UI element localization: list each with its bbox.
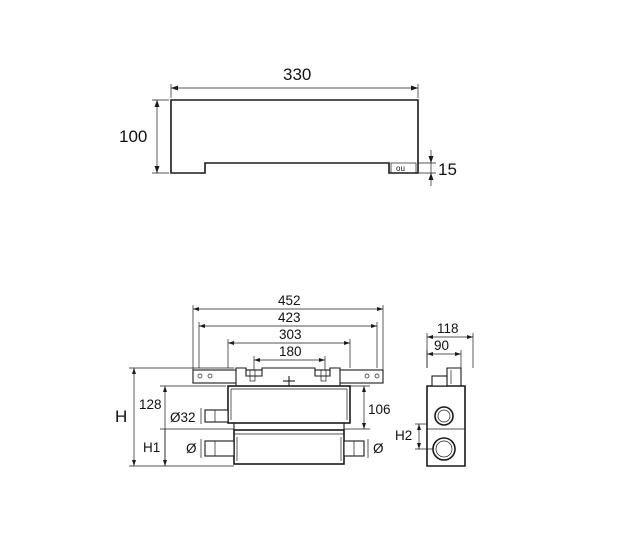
bracket-hole-2 (207, 373, 213, 379)
dim-106-arrow-bottom (362, 423, 366, 429)
dim-h2-arrow-top (417, 424, 421, 430)
bracket-hole-3 (364, 373, 370, 379)
dim-128-arrow-top (163, 386, 167, 392)
front-view: 452 423 303 180 (115, 293, 391, 467)
dim-h2-label: H2 (395, 428, 412, 443)
dim-15-arrow-top (428, 156, 434, 163)
dim-h-label: H (115, 407, 127, 426)
dim-423-label: 423 (278, 310, 301, 325)
dim-303-arrow-right (344, 341, 350, 345)
dim-15-label: 15 (438, 160, 457, 179)
dim-100-arrow-top (154, 100, 160, 107)
dim-118-label: 118 (437, 321, 459, 336)
foot-marker-box (390, 162, 417, 174)
bracket-hole-1 (197, 373, 203, 379)
dim-452-arrow-left (193, 307, 199, 311)
dim-h2-arrow-bottom (417, 443, 421, 449)
dim-180-arrow-left (254, 358, 260, 362)
dim-90-arrow-left (427, 352, 433, 356)
dim-118-arrow-left (427, 335, 433, 339)
dim-118-arrow-right (467, 335, 473, 339)
box-body (227, 385, 351, 424)
dim-h-arrow-bottom (132, 460, 136, 466)
side-opening-upper (434, 406, 454, 426)
bracket-hole-4 (374, 373, 380, 379)
dim-o32-label: Ø32 (170, 410, 196, 425)
dim-452-arrow-right (377, 307, 383, 311)
dim-106-arrow-top (362, 386, 366, 392)
dim-h1-label: H1 (143, 440, 160, 455)
dim-106-label: 106 (368, 402, 391, 417)
dim-423-arrow-right (371, 324, 377, 328)
dim-180-arrow-right (319, 358, 325, 362)
top-view: ou 330 100 15 (119, 65, 457, 186)
dim-330-arrow-left (171, 85, 178, 91)
dim-h-arrow-top (132, 368, 136, 374)
side-view: 118 90 H2 (395, 321, 474, 467)
small-pipe (204, 409, 229, 423)
dim-423-arrow-left (199, 324, 205, 328)
foot-marker-text: ou (396, 164, 405, 173)
side-top-bracket (446, 367, 462, 387)
dim-o-right-label: Ø (373, 441, 384, 456)
dim-90-label: 90 (434, 338, 449, 353)
dim-303-label: 303 (279, 327, 302, 342)
dim-330-label: 330 (283, 65, 311, 84)
dim-100-arrow-bottom (154, 166, 160, 173)
dim-452-label: 452 (278, 293, 301, 308)
dim-303-arrow-left (228, 341, 234, 345)
dim-100-label: 100 (119, 127, 147, 146)
dim-15-arrow-bottom (428, 173, 434, 180)
dim-90-arrow-right (455, 352, 461, 356)
dim-o-left-label: Ø (186, 441, 197, 456)
top-view-body (170, 99, 419, 174)
dim-180-label: 180 (279, 344, 302, 359)
side-opening-upper-inner (437, 409, 451, 423)
top-frame (235, 367, 341, 387)
side-cap (431, 375, 448, 387)
lower-housing (233, 429, 345, 465)
dim-330-arrow-right (411, 85, 418, 91)
top-slot-left (249, 369, 256, 382)
left-pipe (204, 440, 235, 457)
dim-128-label: 128 (139, 397, 162, 412)
top-slot-right (320, 369, 327, 382)
side-opening-lower-inner (435, 440, 453, 458)
